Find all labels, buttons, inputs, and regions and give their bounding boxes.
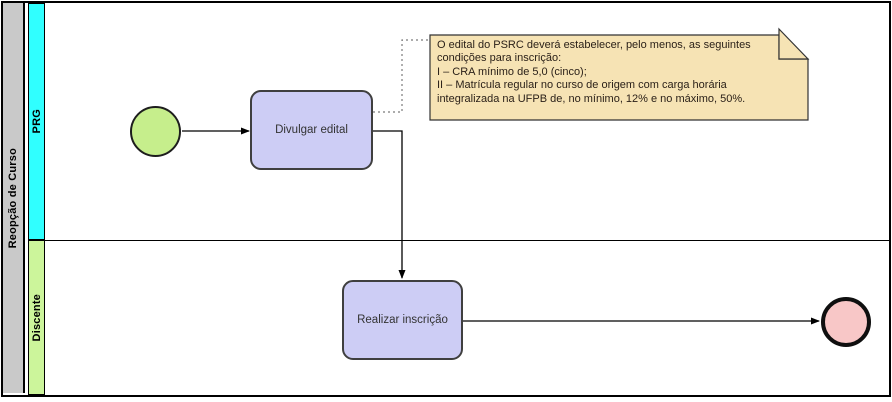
pool-header: Reopção de Curso: [3, 3, 25, 393]
start-event: [130, 106, 181, 157]
lane-header-discente: Discente: [28, 240, 45, 395]
pool-label: Reopção de Curso: [7, 147, 19, 249]
task-divulgar-edital: Divulgar edital: [250, 90, 373, 170]
lane-header-prg: PRG: [28, 3, 45, 240]
annotation-text: O edital do PSRC deverá estabelecer, pel…: [437, 39, 782, 106]
annotation-line: I – CRA mínimo de 5,0 (cinco);: [437, 65, 587, 78]
annotation-line: O edital do PSRC deverá estabelecer, pel…: [437, 39, 751, 51]
annotation-line: condições para inscrição:: [437, 52, 562, 65]
lane-label-prg: PRG: [30, 109, 43, 134]
annotation-line: integralizada na UFPB de, no mínimo, 12%…: [437, 92, 746, 105]
end-event: [821, 297, 871, 347]
lane-divider: [45, 240, 890, 241]
lane-label-discente: Discente: [30, 293, 43, 342]
annotation-line: II – Matrícula regular no curso de orige…: [437, 79, 727, 92]
task-realizar-inscricao: Realizar inscrição: [342, 280, 463, 360]
task-divulgar-label: Divulgar edital: [275, 124, 348, 136]
task-realizar-label: Realizar inscrição: [357, 314, 448, 326]
